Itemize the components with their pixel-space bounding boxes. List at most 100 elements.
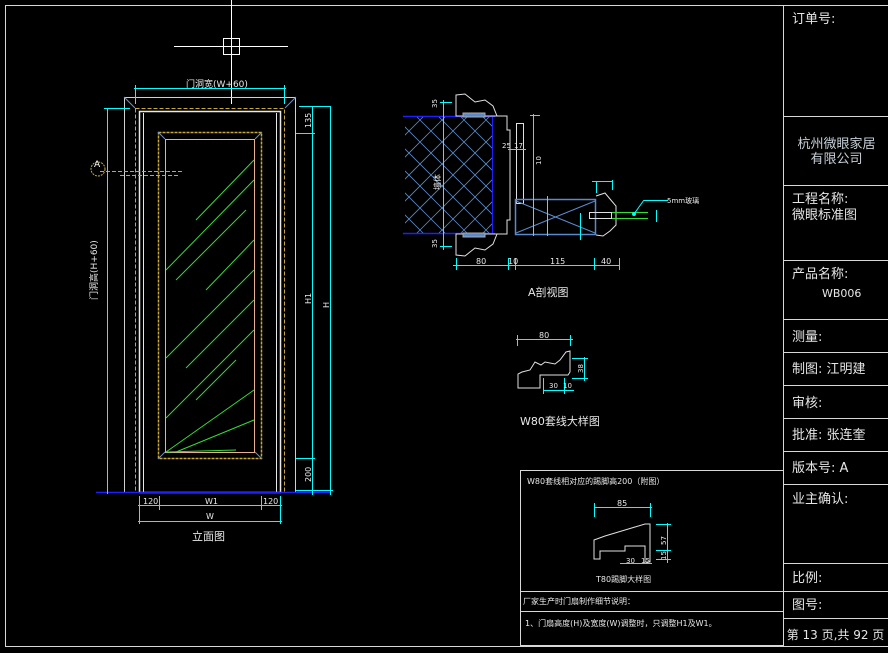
note-1: 1、门扇高度(H)及宽度(W)调整时，只调整H1及W1。: [525, 619, 717, 628]
company-name-line2: 有限公司: [810, 152, 863, 167]
glass-hatch: [165, 159, 255, 453]
glass-hatch-line: [165, 179, 255, 271]
glass-hatch-line: [195, 359, 237, 401]
section-marker-label: A: [94, 160, 101, 170]
dim-120-left: 120: [143, 497, 159, 506]
dim-40: 40: [601, 257, 612, 266]
title-block-grid: [784, 116, 888, 647]
wall-hatch-line: [571, 117, 687, 233]
glass-hatch-line: [185, 299, 255, 369]
casing-detail-drawing: [516, 335, 588, 394]
wall-hatch-line: [405, 126, 492, 215]
baseboard-dim-57: 57: [660, 536, 668, 545]
wall-hatch-line: [438, 179, 492, 233]
elevation-left-dimension: 门洞高(H+60): [90, 240, 100, 300]
wall-hatch-line: [482, 223, 492, 233]
baseboard-dim-15-v: 15: [660, 551, 668, 560]
dim-135: 135: [304, 112, 313, 128]
baseboard-dim-85: 85: [617, 499, 628, 508]
dim-115: 115: [550, 257, 566, 266]
dim-h1: H1: [304, 292, 313, 304]
wall-hatch-line: [438, 117, 492, 171]
section-a-view: [285, 93, 709, 257]
dim-w: W: [206, 512, 214, 521]
wall-hatch-line: [405, 192, 446, 233]
notes-heading: 厂家生产时门扇制作细节说明：: [523, 597, 635, 606]
approved-by-label: 批准: 张连奎: [792, 428, 866, 443]
wall-hatch-line: [527, 117, 643, 233]
wall-hatch-line: [460, 201, 492, 233]
glass-label: 5mm玻璃: [667, 197, 700, 205]
glass-hatch-line: [165, 269, 255, 359]
baseboard-dim-15: 15: [641, 557, 650, 565]
dim-35-top: 35: [431, 99, 439, 108]
wall-hatch-line: [285, 117, 401, 233]
product-name-value: WB006: [822, 287, 862, 300]
glass-hatch-line: [175, 209, 247, 281]
baseboard-dim-30: 30: [626, 557, 635, 565]
section-a-dimensions: [440, 100, 657, 270]
wall-hatch-line: [549, 117, 665, 233]
dim-80: 80: [476, 257, 487, 266]
wall-hatch-line: [416, 117, 492, 193]
drawing-number-label: 图号:: [792, 598, 823, 613]
version-label: 版本号: A: [792, 461, 849, 476]
baseboard-heading: W80套线相对应的踢脚高200（附图）: [527, 477, 665, 486]
order-no-label: 订单号:: [792, 12, 836, 27]
wall-hatch-line: [527, 117, 643, 233]
glass-hatch-line: [165, 449, 237, 453]
elevation-dimensions: [104, 85, 333, 524]
wall-hatch-line: [505, 117, 621, 233]
wall-hatch-line: [593, 117, 709, 233]
wall-hatch-line: [405, 148, 490, 233]
wall-hatch: [285, 117, 709, 233]
section-a-title: A剖视图: [528, 286, 569, 299]
wall-hatch-line: [505, 117, 621, 233]
wall-hatch-line: [460, 117, 492, 149]
casing-dim-38: 38: [577, 364, 585, 373]
glass-hatch-line: [165, 389, 255, 453]
glass-hatch-line: [175, 419, 255, 453]
casing-dim-10: 10: [563, 382, 572, 390]
dim-25: 25: [502, 142, 511, 150]
sheet-border: [5, 5, 888, 647]
wall-hatch-line: [405, 170, 468, 233]
wall-hatch-line: [285, 117, 401, 233]
wall-hatch-line: [571, 117, 687, 233]
page-indicator: 第 13 页,共 92 页: [786, 628, 885, 642]
dim-17: 17: [514, 142, 523, 150]
dim-10: 10: [508, 257, 519, 266]
dim-120-right: 120: [263, 497, 279, 506]
wall-hatch-line: [593, 117, 709, 233]
baseboard-info-box: [520, 470, 784, 646]
dim-200: 200: [304, 466, 313, 482]
elevation-title: 立面图: [192, 530, 225, 543]
reviewed-by-label: 审核:: [792, 396, 823, 411]
wall-hatch-line: [405, 117, 446, 158]
company-name-line1: 杭州微眼家居: [797, 137, 876, 152]
dim-35-bottom: 35: [431, 239, 439, 248]
project-name-label: 工程名称:: [792, 192, 849, 207]
dim-h: H: [322, 301, 331, 308]
glass-hatch-line: [205, 239, 255, 291]
survey-label: 测量:: [792, 330, 823, 345]
casing-dim-80: 80: [539, 331, 550, 340]
dim-10-vertical: 10: [535, 156, 543, 165]
wall-label: 墙体: [433, 174, 442, 190]
owner-confirm-label: 业主确认:: [792, 492, 849, 507]
scale-label: 比例:: [792, 571, 823, 586]
casing-detail-title: W80套线大样图: [520, 415, 600, 428]
wall-hatch-line: [549, 117, 665, 233]
crosshair-cursor-icon: [174, 0, 288, 104]
project-name-value: 微眼标准图: [792, 208, 858, 223]
drawn-by-label: 制图: 江明建: [792, 362, 866, 377]
elevation-top-dimension: 门洞宽(W+60): [186, 80, 248, 90]
door-elevation: [90, 96, 330, 494]
dim-w1: W1: [205, 497, 218, 506]
wall-hatch-line: [482, 117, 492, 127]
product-name-label: 产品名称:: [792, 267, 849, 282]
baseboard-detail-drawing: [593, 503, 671, 564]
glass-hatch-line: [195, 159, 255, 221]
casing-dim-30: 30: [549, 382, 558, 390]
